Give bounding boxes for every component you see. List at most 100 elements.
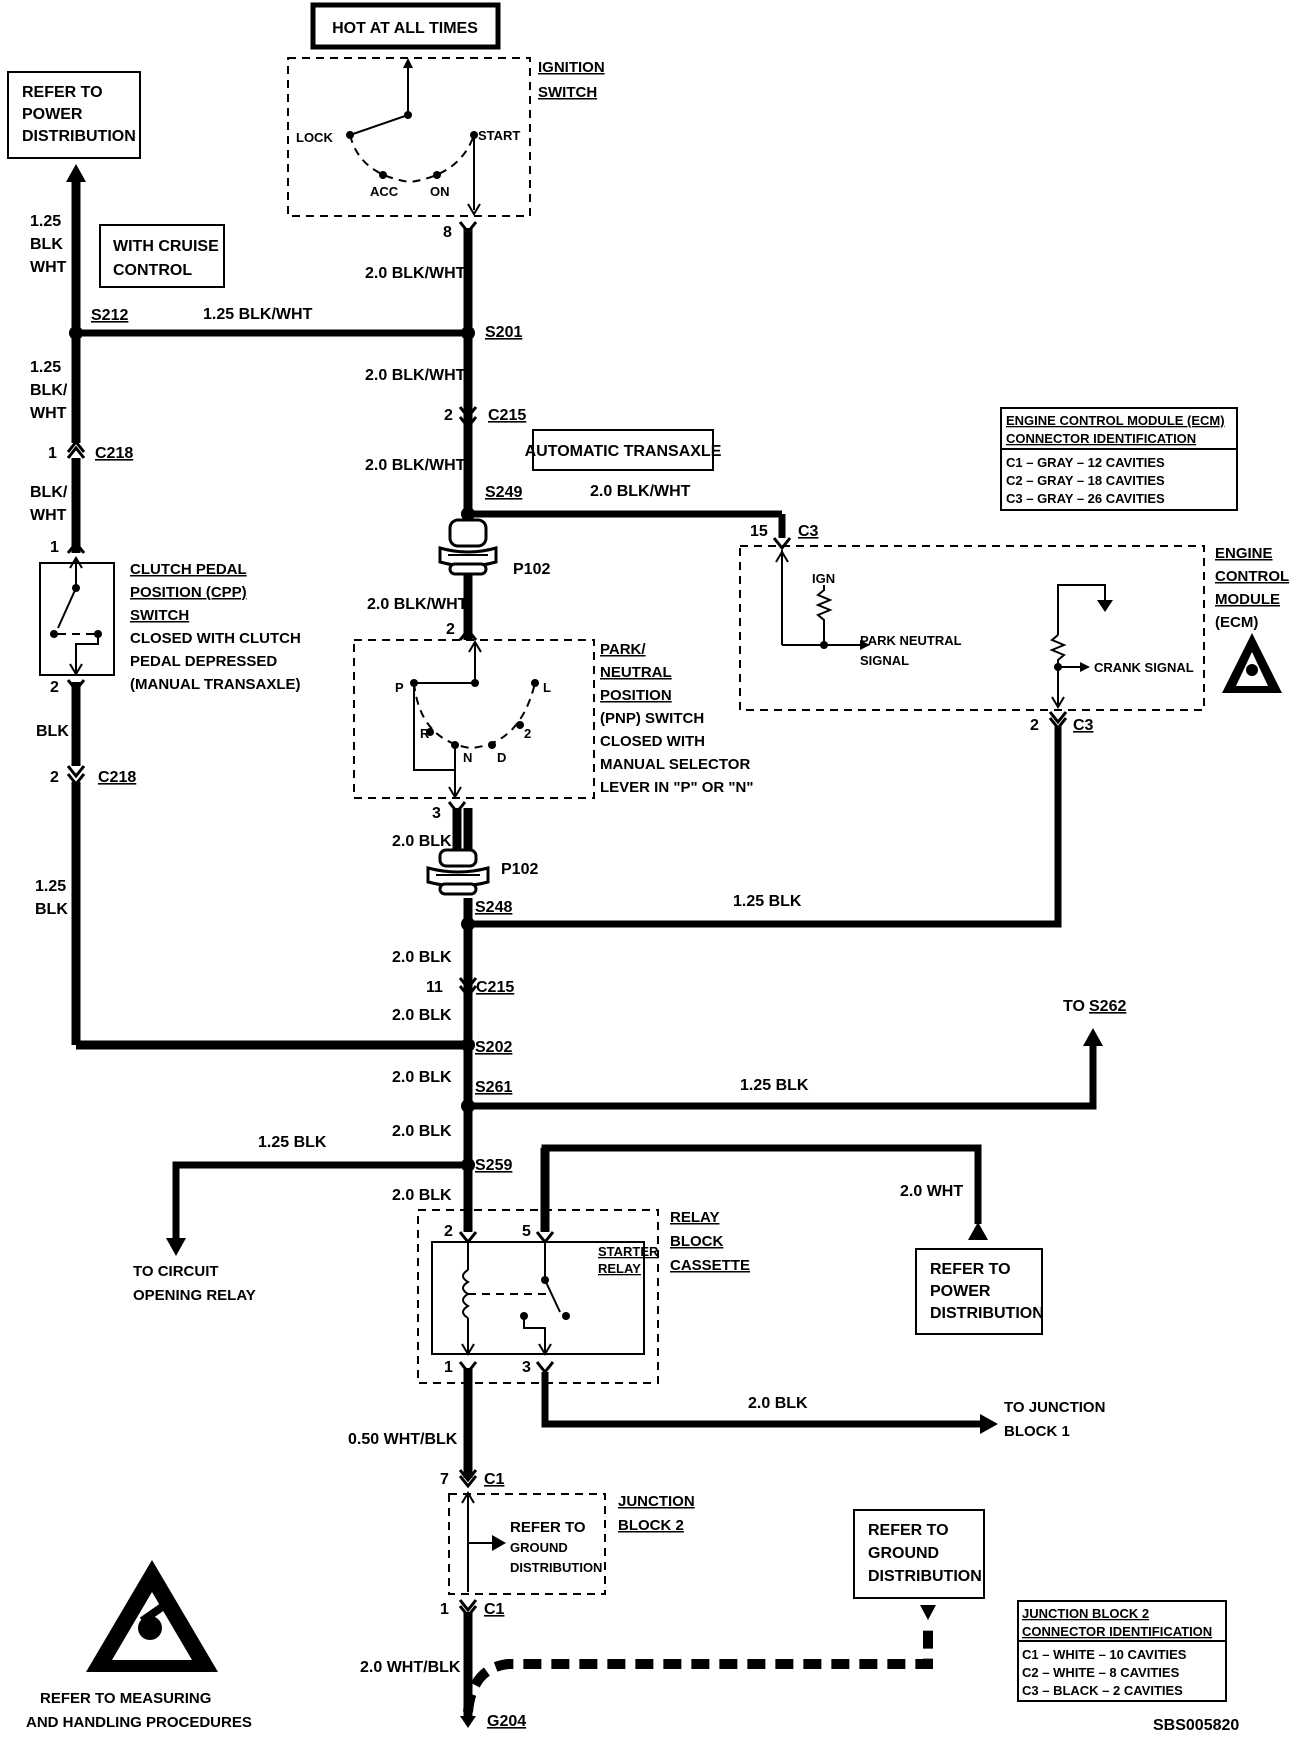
ecm-connector-id-box: [1000, 407, 1238, 511]
refer-ground-3: DISTRIBUTION: [868, 1568, 982, 1585]
jb2-connector-id-box: [1017, 1600, 1227, 1702]
p102-connector-upper: [438, 518, 498, 576]
wire-relay-junction1: [541, 1372, 983, 1428]
to-circuit-2: OPENING RELAY: [133, 1287, 256, 1304]
pin-2-cpp: 2: [50, 679, 59, 696]
wire-ground-dashed: [463, 1630, 933, 1713]
ground-icon: [1097, 600, 1113, 612]
wire-blk-slash-b: BLK/: [30, 382, 68, 399]
c1-label-b: C1: [484, 1601, 505, 1618]
wire-1-25-e: 1.25: [35, 878, 66, 895]
ecm-id-c3: C3 – GRAY – 26 CAVITIES: [1006, 491, 1165, 506]
pin-2-c215: 2: [444, 407, 453, 424]
c1-label-a: C1: [484, 1471, 505, 1488]
p102-label-a: P102: [513, 561, 550, 578]
refer-power-box-top: [7, 71, 141, 159]
wire-blk-slash-c: BLK/: [30, 484, 68, 501]
wire-1-25-blk-c: 1.25 BLK: [258, 1134, 327, 1151]
pnp-label-5: CLOSED WITH: [600, 733, 705, 750]
cpp-label-3: SWITCH: [130, 607, 189, 624]
to-junction-1: TO JUNCTION: [1004, 1399, 1105, 1416]
arrow-right-icon: [980, 1414, 998, 1434]
wire-1-25-blkwht: 1.25 BLK/WHT: [203, 306, 313, 323]
s248-label: S248: [475, 899, 512, 916]
junction-label-2: BLOCK 2: [618, 1517, 684, 1534]
relay-block-label-3: CASSETTE: [670, 1257, 750, 1274]
pnp-label-7: LEVER IN "P" OR "N": [600, 779, 753, 796]
g204-label: G204: [487, 1713, 526, 1730]
wire-2-0-blkwht-d: 2.0 BLK/WHT: [590, 483, 691, 500]
pin-3-pnp: 3: [432, 805, 441, 822]
pnp-label-2: NEUTRAL: [600, 664, 672, 681]
refer-ground-2: GROUND: [868, 1545, 939, 1562]
with-cruise-1: WITH CRUISE: [113, 238, 219, 255]
esd-label-2: AND HANDLING PROCEDURES: [26, 1714, 252, 1731]
junction-block-2: REFER TO GROUND DISTRIBUTION: [448, 1491, 606, 1595]
jb2-refer-3: DISTRIBUTION: [510, 1560, 602, 1575]
wire-2-0-blk-f: 2.0 BLK: [392, 1187, 452, 1204]
relay-block-label-1: RELAY: [670, 1209, 719, 1226]
p102-label-b: P102: [501, 861, 538, 878]
park-neutral-signal-1: PARK NEUTRAL: [860, 633, 962, 648]
ecm-id-title-1: ENGINE CONTROL MODULE (ECM): [1006, 413, 1225, 428]
c218-label-b: C218: [98, 769, 136, 786]
pin-2-relay: 2: [444, 1223, 453, 1240]
splice-s259: [461, 1158, 475, 1172]
wire-2-0-blkwht-c: 2.0 BLK/WHT: [365, 457, 466, 474]
wire-2-0-whtblk: 2.0 WHT/BLK: [360, 1659, 461, 1676]
wire-2-0-blkwht-b: 2.0 BLK/WHT: [365, 367, 466, 384]
jb2-id-2: CONNECTOR IDENTIFICATION: [1022, 1624, 1212, 1639]
crank-signal-label: CRANK SIGNAL: [1094, 660, 1194, 675]
pin-3-relay: 3: [522, 1359, 531, 1376]
refer-power-top-1: REFER TO: [22, 84, 103, 101]
to-circuit-1: TO CIRCUIT: [133, 1263, 219, 1280]
pin-8: 8: [443, 224, 452, 241]
wire-2-0-blk-d: 2.0 BLK: [392, 1069, 452, 1086]
relay-block-label-2: BLOCK: [670, 1233, 723, 1250]
with-cruise-2: CONTROL: [113, 262, 192, 279]
cpp-label-6: (MANUAL TRANSAXLE): [130, 676, 301, 693]
starter-relay-1: STARTER: [598, 1244, 659, 1259]
s249-label: S249: [485, 484, 522, 501]
pin-7-c1: 7: [440, 1471, 449, 1488]
wire-blk-e: BLK: [35, 901, 68, 918]
start-label: START: [478, 128, 520, 143]
s261-label: S261: [475, 1079, 512, 1096]
arrow-down-icon: [166, 1238, 186, 1256]
pin-15: 15: [750, 523, 768, 540]
wire-2-0-blk-b: 2.0 BLK: [392, 949, 452, 966]
esd-warning-icon-small: [1222, 633, 1282, 693]
jb2-id-c3: C3 – BLACK – 2 CAVITIES: [1022, 1683, 1183, 1698]
ground-g204-icon: [460, 1716, 476, 1728]
gear-d: D: [497, 750, 506, 765]
cpp-label-1: CLUTCH PEDAL: [130, 561, 247, 578]
wire-2-0-blkwht-a: 2.0 BLK/WHT: [365, 265, 466, 282]
pin-11: 11: [426, 979, 443, 996]
pin-2-c218: 2: [50, 769, 59, 786]
ignition-switch-label-2: SWITCH: [538, 84, 597, 101]
splice-s202: [461, 1038, 475, 1052]
esd-warning-icon: [86, 1560, 218, 1672]
to-s262-a: TO: [1063, 998, 1085, 1015]
ecm-label-4: (ECM): [1215, 614, 1258, 631]
hot-at-all-times-label: HOT AT ALL TIMES: [332, 20, 478, 37]
gear-r: R: [420, 726, 430, 741]
figure-id: SBS005820: [1153, 1717, 1239, 1734]
refer-power-bottom-2: POWER: [930, 1283, 991, 1300]
ecm-label-1: ENGINE: [1215, 545, 1273, 562]
jb2-id-1: JUNCTION BLOCK 2: [1022, 1606, 1149, 1621]
refer-power-box-bottom: [915, 1248, 1043, 1335]
p102-connector-lower: [426, 848, 490, 896]
refer-power-top-2: POWER: [22, 106, 83, 123]
wire-wht-c: WHT: [30, 507, 67, 524]
automatic-transaxle-label: AUTOMATIC TRANSAXLE: [525, 443, 722, 460]
relay-block-cassette: 2 5 STARTER RELAY 1 3: [417, 1209, 659, 1384]
to-s262-b: S262: [1089, 998, 1126, 1015]
automatic-transaxle-box: [532, 429, 714, 471]
splice-s201: [461, 326, 475, 340]
ecm-label-3: MODULE: [1215, 591, 1280, 608]
splice-s212: [69, 326, 83, 340]
lock-label: LOCK: [296, 130, 333, 145]
cpp-label-4: CLOSED WITH CLUTCH: [130, 630, 301, 647]
wire-blk-a: BLK: [30, 236, 63, 253]
